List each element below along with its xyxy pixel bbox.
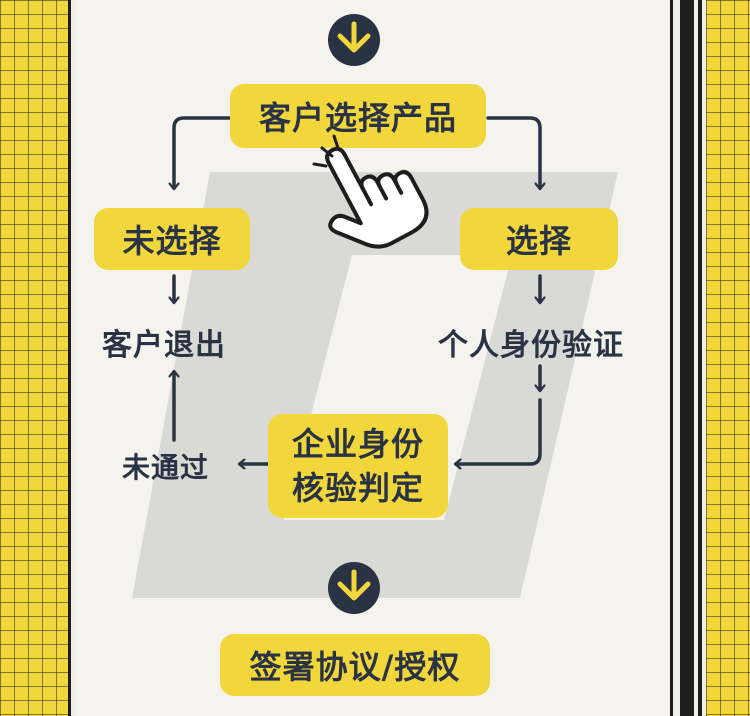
connector-to-decision: [453, 398, 542, 470]
not-passed-label: 未通过: [122, 451, 210, 484]
customer-exit-label: 客户退出: [102, 328, 226, 363]
sign-agreement-box: 签署协议/授权: [220, 634, 490, 696]
left-border-line: [68, 0, 71, 716]
arrow-down-circle-icon: [328, 562, 380, 614]
right-border-line-3: [698, 0, 702, 716]
connector-start-to-right: [486, 116, 546, 191]
not-selected-box: 未选择: [94, 208, 250, 270]
enterprise-verify-line2: 核验判定: [291, 469, 424, 507]
connector-start-to-left: [168, 116, 234, 191]
right-grid-panel: [706, 0, 750, 716]
start-box: 客户选择产品: [230, 84, 486, 148]
enterprise-verify-box: 企业身份 核验判定: [268, 414, 448, 518]
right-border-line-2: [680, 0, 694, 716]
selected-box: 选择: [460, 208, 618, 270]
left-grid-panel: [0, 0, 68, 716]
enterprise-verify-line1: 企业身份: [291, 425, 424, 463]
personal-id-verify-label: 个人身份验证: [438, 328, 624, 363]
arrow-down-circle-icon: [328, 14, 380, 66]
right-border-line-1: [670, 0, 673, 716]
pointing-hand-icon: [312, 134, 429, 249]
